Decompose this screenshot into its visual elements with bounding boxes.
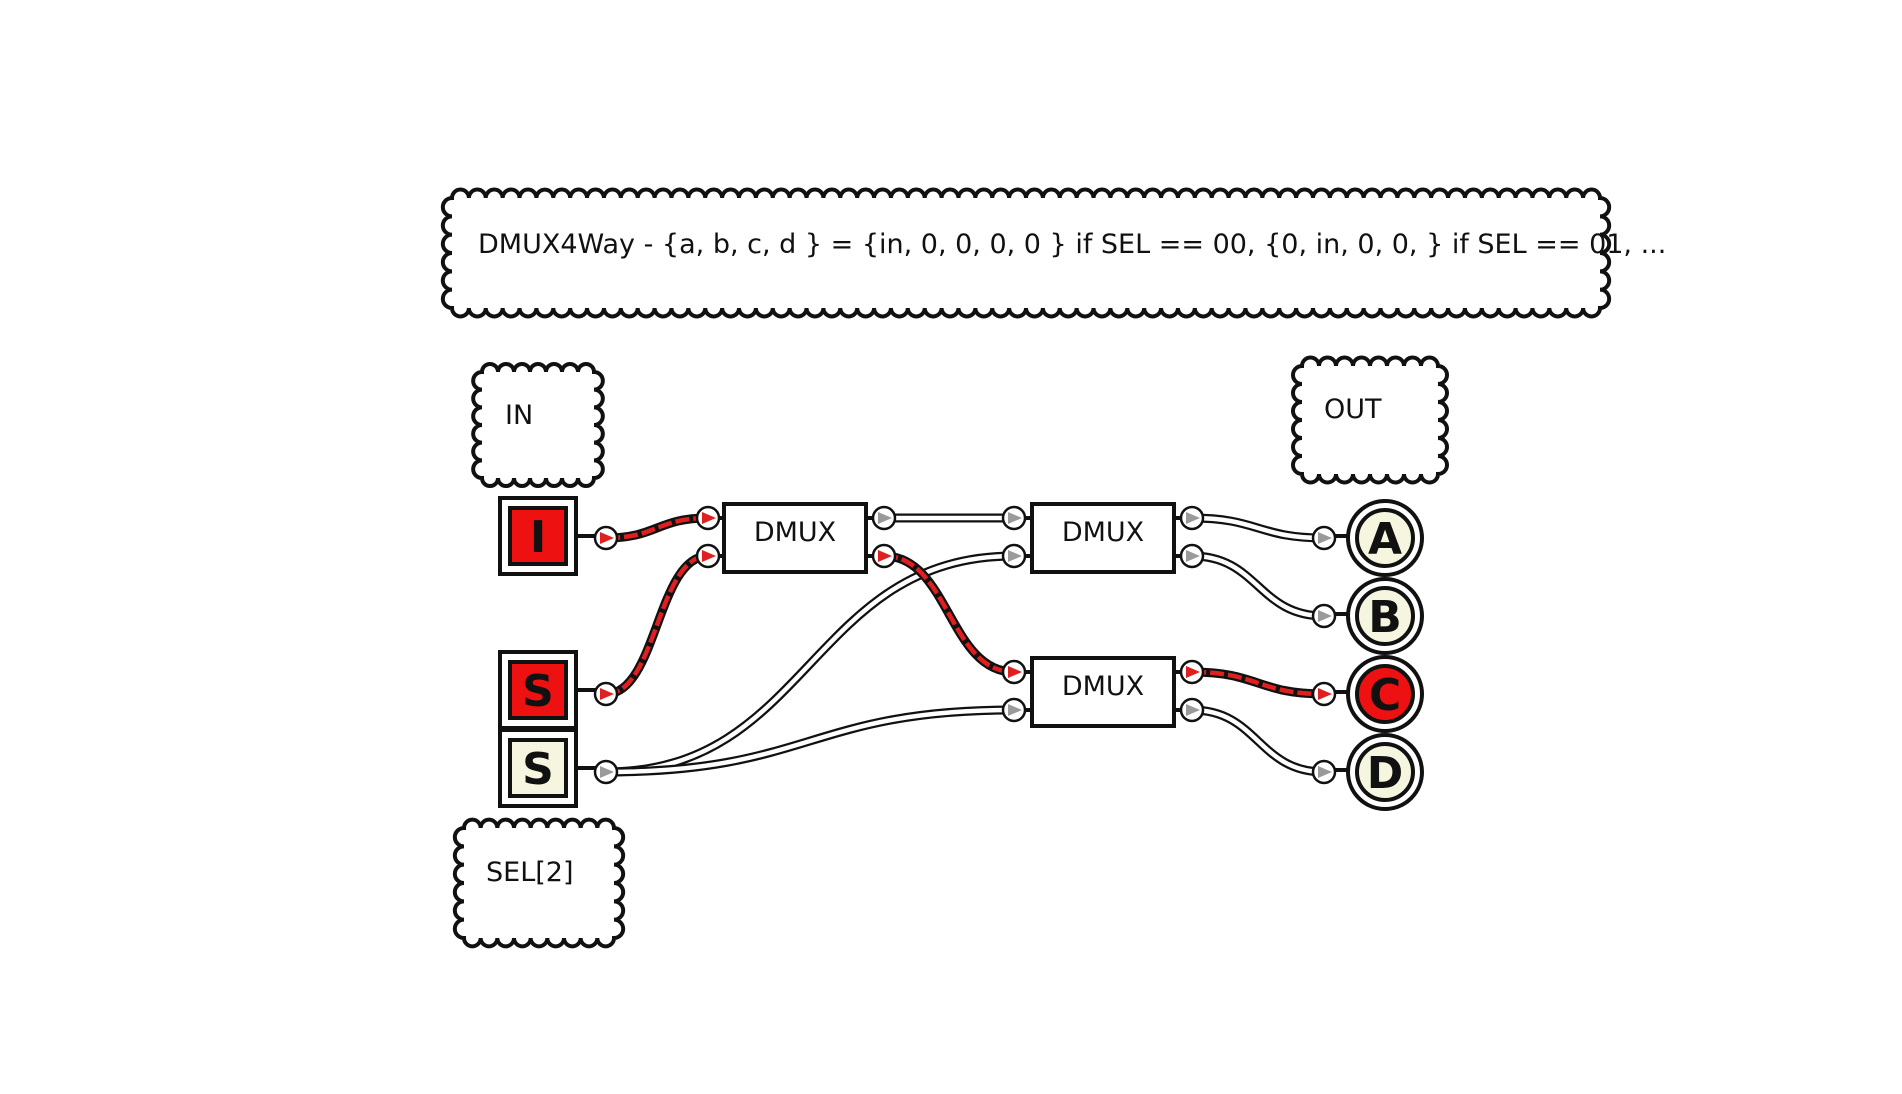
port-b-in[interactable]	[1311, 603, 1337, 629]
wires-layer	[605, 513, 1325, 777]
wire-core	[605, 553, 1015, 775]
wire-core	[883, 553, 1015, 675]
port-arrow-icon	[702, 550, 716, 562]
dmux-gate-3[interactable]: DMUX	[1014, 656, 1192, 728]
switch-letter-sel1: S	[522, 666, 554, 717]
wire-sel0-out-to-g2-in2[interactable]	[605, 551, 1015, 777]
port-arrow-icon	[878, 512, 892, 524]
port-arrow-icon	[702, 512, 716, 524]
input-switch-sel0[interactable]: S	[498, 728, 600, 808]
port-a-in[interactable]	[1311, 525, 1337, 551]
port-g3-in2[interactable]	[1001, 697, 1027, 723]
output-lamp-d[interactable]: D	[1330, 733, 1424, 811]
port-g1-in2[interactable]	[695, 543, 721, 569]
port-arrow-icon	[1008, 550, 1022, 562]
wire-core	[1191, 707, 1325, 775]
port-g1-out1[interactable]	[871, 505, 897, 531]
sel-note[interactable]: SEL[2]	[452, 817, 626, 949]
lamp-face-d	[1355, 742, 1415, 802]
in-note[interactable]: IN	[471, 362, 605, 488]
sel-cloud-shape	[452, 817, 626, 949]
port-arrow-icon	[1186, 666, 1200, 678]
switch-letter-in: I	[530, 512, 546, 563]
output-lamp-c[interactable]: C	[1330, 655, 1424, 733]
port-arrow-icon	[1186, 512, 1200, 524]
port-arrow-icon	[1008, 704, 1022, 716]
lamp-face-c	[1355, 664, 1415, 724]
lamp-letter-a: A	[1368, 514, 1402, 565]
wire-outline	[605, 513, 709, 543]
port-sel1-out[interactable]	[593, 681, 619, 707]
title-cloud-shape	[440, 187, 1612, 319]
out-note-text: OUT	[1324, 394, 1382, 425]
port-arrow-icon	[600, 532, 614, 544]
dmux-gate-1-label: DMUX	[754, 517, 836, 548]
wire-g2-out1-to-a-in[interactable]	[1191, 513, 1325, 543]
port-g1-in1[interactable]	[695, 505, 721, 531]
dmux-gate-2-label: DMUX	[1062, 517, 1144, 548]
dmux-gate-2[interactable]: DMUX	[1014, 502, 1192, 574]
in-cloud-shape	[471, 362, 605, 488]
output-lamp-a[interactable]: A	[1330, 499, 1424, 577]
switch-face-sel0	[508, 738, 568, 798]
switch-face-sel1	[508, 660, 568, 720]
input-switch-sel1[interactable]: S	[498, 650, 600, 730]
port-g3-in1[interactable]	[1001, 659, 1027, 685]
lamp-letter-c: C	[1369, 670, 1401, 721]
wire-core	[605, 553, 709, 697]
port-arrow-icon	[1008, 666, 1022, 678]
port-in-out[interactable]	[593, 525, 619, 551]
lamp-face-a	[1355, 508, 1415, 568]
switch-letter-sel0: S	[522, 744, 554, 795]
port-arrow-icon	[1186, 704, 1200, 716]
wire-in-out-to-g1-in1[interactable]	[605, 513, 709, 543]
output-lamp-b[interactable]: B	[1330, 577, 1424, 655]
wire-g3-out2-to-d-in[interactable]	[1191, 705, 1325, 777]
wire-g1-out2-to-g3-in1[interactable]	[883, 551, 1015, 677]
lamp-letter-b: B	[1368, 592, 1402, 643]
port-arrow-icon	[600, 688, 614, 700]
port-arrow-icon	[1186, 550, 1200, 562]
port-g2-in2[interactable]	[1001, 543, 1027, 569]
port-c-in[interactable]	[1311, 681, 1337, 707]
port-g1-out2[interactable]	[871, 543, 897, 569]
switch-face-in	[508, 506, 568, 566]
port-g2-in1[interactable]	[1001, 505, 1027, 531]
wire-core	[1191, 553, 1325, 619]
port-g3-out2[interactable]	[1179, 697, 1205, 723]
ports-layer	[593, 505, 1337, 785]
wire-g2-out2-to-b-in[interactable]	[1191, 551, 1325, 621]
port-arrow-icon	[1318, 532, 1332, 544]
port-arrow-icon	[1318, 610, 1332, 622]
dmux-gate-1[interactable]: DMUX	[708, 502, 882, 574]
port-arrow-icon	[1318, 766, 1332, 778]
port-g3-out1[interactable]	[1179, 659, 1205, 685]
title-note-text: DMUX4Way - {a, b, c, d } = {in, 0, 0, 0,…	[478, 229, 1666, 260]
wire-sel1-out-to-g1-in2[interactable]	[605, 551, 709, 699]
sel-note-text: SEL[2]	[486, 857, 574, 888]
port-arrow-icon	[1318, 688, 1332, 700]
port-sel0-out[interactable]	[593, 759, 619, 785]
wire-core	[605, 707, 1015, 775]
out-cloud-shape	[1291, 355, 1449, 485]
lamp-letter-d: D	[1367, 748, 1404, 799]
port-g2-out2[interactable]	[1179, 543, 1205, 569]
wire-sel0-out-to-g3-in2[interactable]	[605, 705, 1015, 777]
wire-core	[1191, 669, 1325, 697]
dmux-gate-3-label: DMUX	[1062, 671, 1144, 702]
input-switch-in[interactable]: I	[498, 496, 600, 576]
port-d-in[interactable]	[1311, 759, 1337, 785]
title-note[interactable]: DMUX4Way - {a, b, c, d } = {in, 0, 0, 0,…	[440, 187, 1667, 319]
wire-core	[1191, 515, 1325, 541]
port-arrow-icon	[878, 550, 892, 562]
in-note-text: IN	[505, 400, 533, 431]
port-g2-out1[interactable]	[1179, 505, 1205, 531]
port-arrow-icon	[1008, 512, 1022, 524]
wire-g3-out1-to-c-in[interactable]	[1191, 667, 1325, 699]
lamp-face-b	[1355, 586, 1415, 646]
out-note[interactable]: OUT	[1291, 355, 1449, 485]
port-arrow-icon	[600, 766, 614, 778]
